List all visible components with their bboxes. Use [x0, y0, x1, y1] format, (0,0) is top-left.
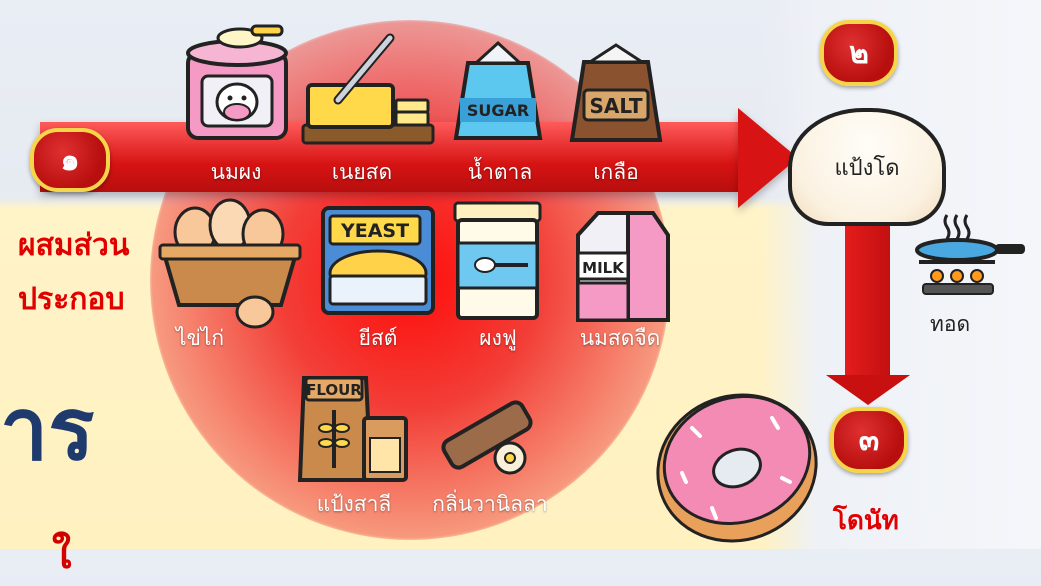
yeast-icon-text: YEAST	[340, 220, 409, 242]
butter-icon	[301, 33, 435, 145]
step-3-badge: ๓	[830, 407, 908, 473]
flour-icon: FLOUR	[297, 376, 408, 482]
partial-mark: ใ	[52, 532, 72, 578]
ingredient-label-milk-powder: นมผง	[210, 160, 262, 184]
ingredient-label-butter: เนยสด	[331, 160, 393, 184]
section-title-line2: ประกอบ	[18, 282, 125, 317]
fry-arrow-head	[826, 375, 910, 405]
ingredient-label-salt: เกลือ	[593, 160, 639, 184]
partial-title: าร	[0, 380, 95, 480]
milk-powder-icon	[186, 24, 288, 140]
milk-icon-text: MILK	[582, 259, 625, 277]
ingredient-label-vanilla: กลิ่นวานิลลา	[432, 492, 548, 516]
yeast-icon: YEAST	[321, 206, 435, 315]
fry-label: ทอด	[930, 312, 971, 336]
milk-carton-icon: MILK	[576, 211, 670, 322]
sugar-icon: SUGAR	[453, 40, 543, 140]
ingredient-label-eggs: ไข่ไก่	[175, 326, 225, 350]
ingredient-label-fresh-milk: นมสดจืด	[579, 326, 661, 350]
salt-icon-text: SALT	[590, 94, 643, 118]
vanilla-icon	[441, 400, 533, 475]
ingredient-label-yeast: ยีสต์	[358, 326, 398, 350]
step-1-badge: ๑	[30, 128, 110, 192]
dough-circle: แป้งโด	[788, 108, 946, 226]
frying-pan-icon	[915, 214, 1025, 295]
eggs-icon	[158, 198, 302, 329]
section-title-line1: ผสมส่วน	[18, 228, 130, 263]
ingredient-label-baking-powder: ผงฟู	[479, 326, 517, 350]
baking-powder-icon	[453, 201, 542, 320]
ingredient-label-flour: แป้งสาลี	[316, 492, 392, 516]
flour-icon-text: FLOUR	[306, 381, 362, 399]
ingredient-label-sugar: น้ำตาล	[467, 160, 533, 184]
donut-label: โดนัท	[833, 506, 899, 536]
salt-icon: SALT	[569, 43, 663, 142]
dough-label: แป้งโด	[834, 155, 900, 181]
step-2-badge: ๒	[820, 20, 898, 86]
donut-icon	[656, 393, 818, 543]
sugar-icon-text: SUGAR	[467, 101, 529, 120]
